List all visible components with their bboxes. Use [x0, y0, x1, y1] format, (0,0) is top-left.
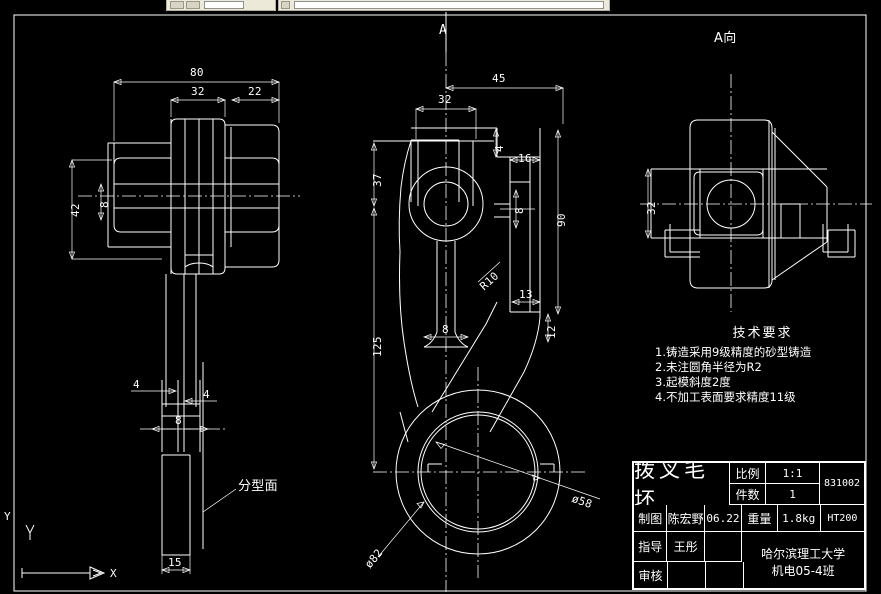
- dim-front-4: 4: [493, 145, 506, 152]
- tech-requirements-heading: 技术要求: [732, 326, 793, 341]
- dim-aux-32: 32: [645, 201, 658, 215]
- label-section-a: A: [439, 23, 448, 38]
- aux-view-geometry: [640, 74, 872, 312]
- drawn-label-cell: 制图: [634, 505, 668, 532]
- title-block-row: 拨叉毛坯 比例 1:1 831002: [634, 463, 864, 505]
- tech-requirement-item: 3.起模斜度2度: [655, 375, 731, 389]
- ucs-icon: [21, 524, 106, 580]
- school-line-2: 机电05-4班: [771, 564, 835, 578]
- tech-requirements: 技术要求 1.铸造采用9级精度的砂型铸造 2.未注圆角半径为R2 3.起模斜度2…: [655, 322, 870, 405]
- toolbar-field[interactable]: [294, 1, 604, 9]
- material-cell: HT200: [820, 505, 865, 532]
- drawing-frame: [13, 14, 867, 592]
- check-name-cell: [668, 562, 706, 589]
- title-block-row: 指导 王彤 哈尔滨理工大学 机电05-4班: [634, 532, 864, 578]
- left-view-geometry: [78, 118, 300, 556]
- dim-fork-slot-8: 8: [175, 414, 182, 427]
- part-name-cell: 拨叉毛坯: [634, 463, 730, 505]
- title-block-row: 审核: [634, 562, 864, 589]
- dim-front-13: 13: [519, 288, 533, 301]
- tech-requirement-item: 2.未注圆角半径为R2: [655, 360, 762, 374]
- tech-requirement-item: 4.不加工表面要求精度11级: [655, 390, 796, 404]
- school-cell: 哈尔滨理工大学 机电05-4班: [742, 532, 864, 592]
- parting-leader: [202, 488, 237, 513]
- ucs-y-label: Y: [4, 510, 11, 523]
- title-block-row: 件数 1: [730, 484, 864, 505]
- scale-value-cell: 1:1: [766, 463, 820, 484]
- front-view-geometry: [373, 12, 588, 592]
- check-label-cell: 审核: [634, 562, 668, 589]
- advisor-name-cell: 王彤: [667, 532, 705, 562]
- scale-label-cell: 比例: [730, 463, 766, 484]
- dim-fork-right-4: 4: [203, 388, 210, 401]
- qty-value-cell: 1: [766, 484, 820, 505]
- check-date-cell: [706, 562, 744, 589]
- dim-front-16: 16: [518, 152, 532, 165]
- toolbar-button-b[interactable]: [186, 1, 200, 9]
- dim-front-12: 12: [545, 325, 558, 339]
- dim-front-32: 32: [438, 93, 452, 106]
- front-view-dimensions: [370, 84, 601, 558]
- advisor-label-cell: 指导: [634, 532, 668, 562]
- advisor-date-cell: [704, 532, 743, 562]
- dim-left-slot-8: 8: [98, 201, 111, 208]
- dim-front-45: 45: [492, 72, 506, 85]
- label-parting-surface: 分型面: [238, 479, 278, 494]
- dim-left-overall-80: 80: [190, 66, 204, 79]
- label-aux-view: A向: [714, 31, 737, 46]
- cad-canvas[interactable]: 80 32 22 42 8 4 4 8 15 分型面 A 45 32 37 12…: [0, 12, 881, 594]
- weight-label-cell: 重量: [742, 505, 778, 532]
- left-view-dimensions: [68, 78, 281, 574]
- qty-label-cell: 件数: [730, 484, 766, 505]
- toolbar-combo-box[interactable]: [204, 1, 244, 9]
- dim-stem-8: 8: [442, 323, 449, 336]
- cad-geometry: [13, 12, 872, 592]
- dim-left-hub-32: 32: [191, 85, 205, 98]
- school-line-1: 哈尔滨理工大学: [761, 547, 846, 561]
- ucs-x-label: X: [110, 567, 117, 580]
- weight-value-cell: 1.8kg: [777, 505, 821, 532]
- dim-base-15: 15: [168, 556, 182, 569]
- window-toolbar-strip[interactable]: [0, 0, 881, 12]
- dim-front-90: 90: [555, 213, 568, 227]
- drawn-by-cell: 陈宏野: [667, 505, 705, 532]
- toolbar-button-a[interactable]: [170, 1, 184, 9]
- toolbar-grip[interactable]: [281, 1, 290, 9]
- title-block-row: 制图 陈宏野 06.22 重量 1.8kg HT200: [634, 505, 865, 532]
- upper-hub-outer: [408, 166, 484, 242]
- aux-view-dimensions: [644, 167, 652, 240]
- tech-requirement-item: 1.铸造采用9级精度的砂型铸造: [655, 345, 812, 359]
- drawn-date-cell: 06.22: [704, 505, 743, 532]
- dim-fork-left-4: 4: [133, 378, 140, 391]
- drawing-number-cell: 831002: [820, 463, 864, 505]
- dim-left-height-42: 42: [69, 203, 82, 217]
- dim-front-37: 37: [371, 173, 384, 187]
- upper-hub-bore: [423, 181, 469, 227]
- title-block: 拨叉毛坯 比例 1:1 831002 件数 1 制图 陈宏野 06.22 重量 …: [632, 461, 866, 590]
- dim-left-step-22: 22: [248, 85, 262, 98]
- dim-front-125: 125: [371, 336, 384, 357]
- dim-front-8: 8: [513, 207, 526, 214]
